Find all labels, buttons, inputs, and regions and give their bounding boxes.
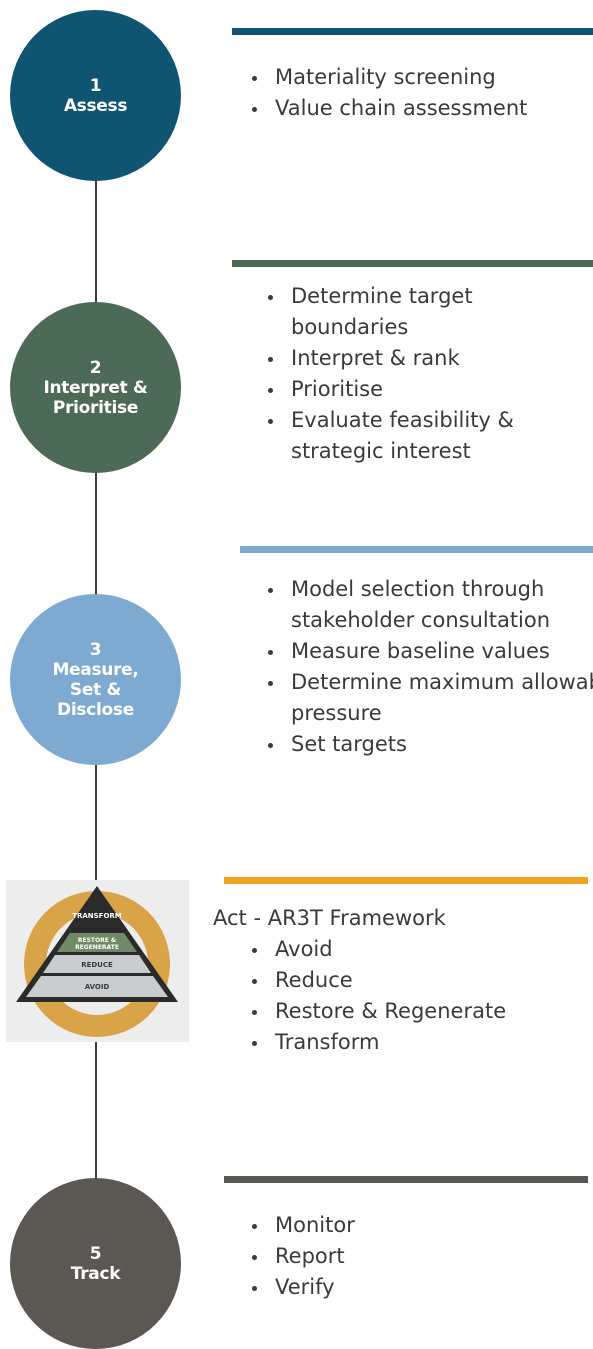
step-3-list: Model selection through stakeholder cons… — [248, 574, 593, 760]
step-3-circle: 3 Measure, Set & Disclose — [10, 594, 181, 765]
list-item: Restore & Regenerate — [269, 996, 506, 1027]
ar3t-pyramid-icon: TRANSFORM RESTORE &REGENERATE REDUCE AVO… — [16, 886, 178, 1037]
step-4-heading: Act - AR3T Framework — [213, 906, 446, 930]
list-item: Determine maximum allowable pressure — [285, 667, 593, 729]
step-2-title: Interpret & Prioritise — [43, 377, 148, 418]
list-item: Interpret & rank — [285, 343, 585, 374]
step-3-title: Measure, Set & Disclose — [52, 659, 139, 720]
list-item: Value chain assessment — [269, 93, 527, 124]
list-item: Materiality screening — [269, 62, 527, 93]
list-item: Report — [269, 1241, 355, 1272]
ar3t-framework-icon: TRANSFORM RESTORE &REGENERATE REDUCE AVO… — [6, 880, 189, 1042]
step-1-number: 1 — [89, 75, 102, 96]
list-item: Evaluate feasibility & strategic interes… — [285, 405, 585, 467]
list-item: Set targets — [285, 729, 593, 760]
step-1-bar — [232, 28, 593, 35]
list-item: Prioritise — [285, 374, 585, 405]
step-5-list: Monitor Report Verify — [232, 1210, 355, 1303]
pyramid-label-transform: TRANSFORM — [72, 912, 122, 920]
step-2-number: 2 — [89, 357, 102, 378]
step-4-list: Avoid Reduce Restore & Regenerate Transf… — [232, 934, 506, 1058]
step-5-bar — [224, 1176, 588, 1183]
step-4-bar — [224, 877, 588, 884]
pyramid-label-reduce: REDUCE — [81, 961, 113, 969]
step-2-circle: 2 Interpret & Prioritise — [10, 302, 181, 473]
step-3-bar — [240, 546, 593, 553]
list-item: Monitor — [269, 1210, 355, 1241]
list-item: Transform — [269, 1027, 506, 1058]
step-3-number: 3 — [89, 639, 102, 660]
step-2-list: Determine target boundaries Interpret & … — [248, 281, 585, 467]
step-1-circle: 1 Assess — [10, 10, 181, 181]
list-item: Model selection through stakeholder cons… — [285, 574, 593, 636]
svg-text:RESTORE &REGENERATE: RESTORE &REGENERATE — [75, 937, 119, 951]
step-5-title: Track — [70, 1263, 121, 1284]
step-1-list: Materiality screening Value chain assess… — [232, 62, 527, 124]
step-1-title: Assess — [63, 95, 128, 116]
list-item: Reduce — [269, 965, 506, 996]
step-2-bar — [232, 260, 593, 267]
list-item: Determine target boundaries — [285, 281, 585, 343]
list-item: Verify — [269, 1272, 355, 1303]
list-item: Avoid — [269, 934, 506, 965]
pyramid-label-restore: RESTORE & — [78, 937, 116, 944]
pyramid-label-regenerate: REGENERATE — [75, 944, 119, 951]
step-5-circle: 5 Track — [10, 1178, 181, 1349]
list-item: Measure baseline values — [285, 636, 593, 667]
step-5-number: 5 — [89, 1243, 102, 1264]
pyramid-label-avoid: AVOID — [85, 983, 110, 991]
